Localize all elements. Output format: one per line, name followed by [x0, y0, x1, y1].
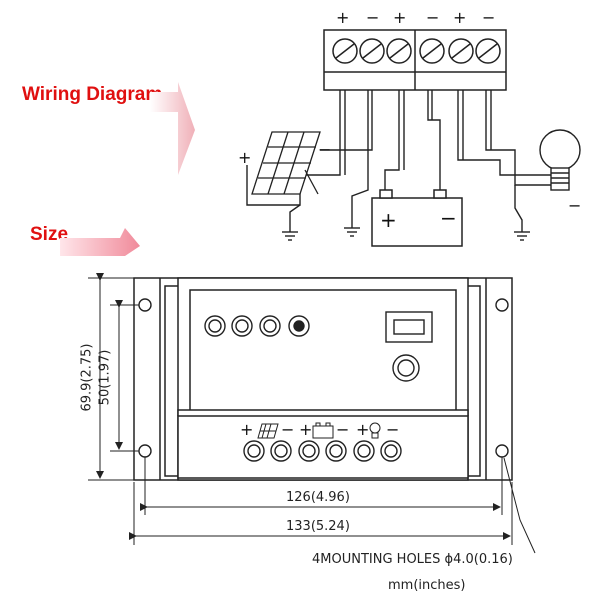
front-lamp-icon [369, 422, 381, 439]
wiring-lines [246, 90, 555, 232]
battery-icon [371, 189, 463, 247]
front-sign-4: − [336, 420, 350, 439]
front-sign-3: + [299, 420, 313, 439]
mounting-holes-note: 4MOUNTING HOLES ϕ4.0(0.16) [312, 552, 513, 567]
front-sign-5: + [356, 420, 370, 439]
front-sign-2: − [281, 420, 295, 439]
terminal-sign-6: − [482, 8, 496, 27]
mounting-holes [138, 298, 509, 458]
indicator-leds [204, 315, 310, 337]
panel-minus-sign: − [318, 140, 332, 159]
front-terminals [243, 440, 402, 462]
front-solar-icon [257, 423, 279, 439]
wiring-diagram-label: Wiring Diagram [22, 84, 163, 105]
height-outer-dimension: 69.9(2.75) [79, 343, 95, 412]
setting-button [392, 354, 420, 382]
panel-plus-sign: + [238, 148, 252, 167]
controller-outline [133, 277, 513, 481]
front-sign-6: − [386, 420, 400, 439]
terminal-sign-1: + [336, 8, 350, 27]
width-inner-dimension: 126(4.96) [286, 490, 350, 505]
front-sign-1: + [240, 420, 254, 439]
width-outer-dimension: 133(5.24) [286, 519, 350, 534]
size-label: Size [30, 224, 69, 245]
battery-plus-sign: + [380, 208, 397, 232]
terminal-screws [332, 38, 501, 64]
lamp-minus-sign: − [568, 196, 582, 215]
battery-minus-sign: − [440, 206, 457, 230]
dimension-lines [88, 273, 536, 554]
wiring-arrow-shape [150, 82, 195, 175]
ground-symbols [282, 227, 530, 241]
front-battery-icon [312, 422, 334, 439]
lamp-icon [539, 129, 581, 191]
units-note: mm(inches) [388, 578, 466, 593]
terminal-block [323, 29, 507, 91]
height-inner-dimension: 50(1.97) [97, 349, 113, 406]
size-arrow-shape [60, 228, 140, 256]
terminal-sign-3: + [393, 8, 407, 27]
terminal-sign-4: − [426, 8, 440, 27]
terminal-sign-2: − [366, 8, 380, 27]
terminal-sign-5: + [453, 8, 467, 27]
display-window [385, 311, 433, 343]
solar-panel-icon [251, 131, 321, 195]
